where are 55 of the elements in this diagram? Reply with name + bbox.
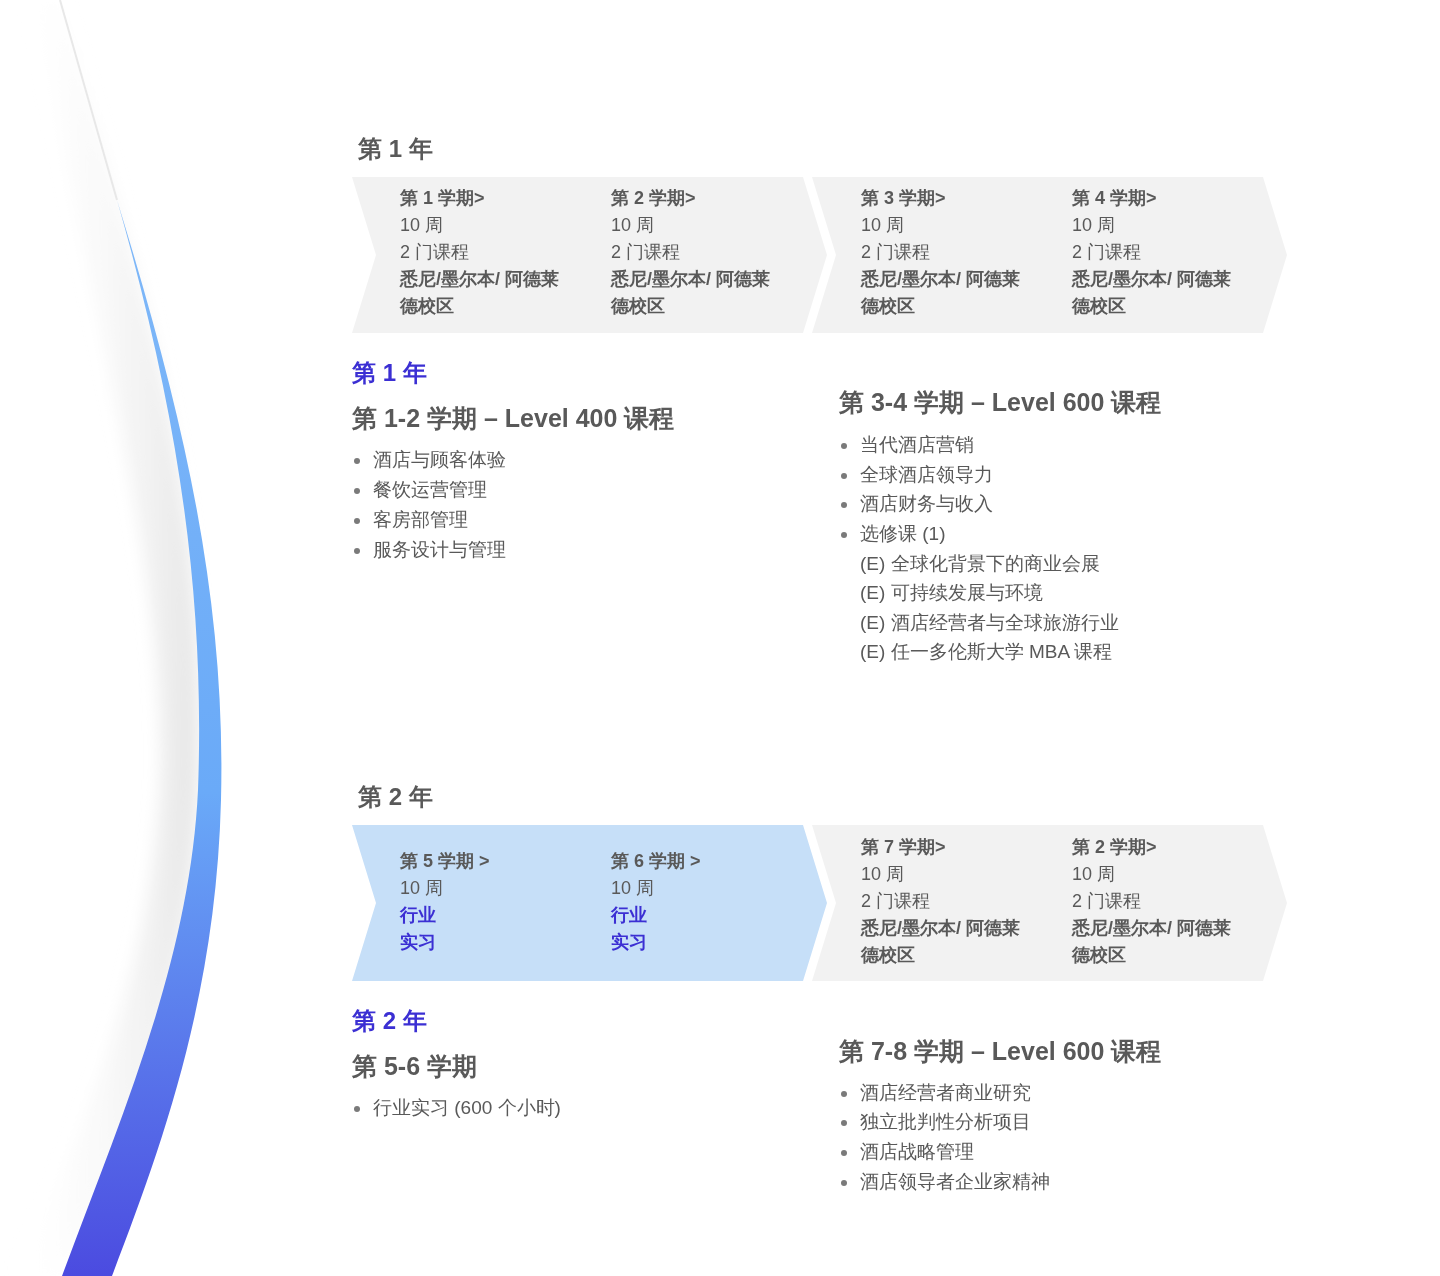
placement-text: 行业实习 [400,904,437,954]
duration-text: 10 周 [611,877,655,900]
elective-course: (E) 全球化背景下的商业会展 [860,552,1100,576]
duration-text: 10 周 [861,863,905,886]
semester-title: 第 4 学期> [1072,187,1157,210]
course-item: 酒店经营者商业研究 [860,1081,1031,1105]
course-item: 行业实习 (600 个小时) [373,1096,561,1120]
section-heading: 第 1-2 学期 – Level 400 课程 [352,403,675,433]
section-heading: 第 7-8 学期 – Level 600 课程 [839,1036,1162,1066]
course-count: 2 门课程 [400,241,469,264]
course-item: 餐饮运营管理 [373,478,487,502]
campus-text: 悉尼/墨尔本/ 阿德莱德校区 [861,268,1021,318]
semester-title: 第 1 学期> [400,187,485,210]
duration-text: 10 周 [400,214,444,237]
campus-text: 悉尼/墨尔本/ 阿德莱德校区 [1072,268,1232,318]
semester-title: 第 3 学期> [861,187,946,210]
campus-text: 悉尼/墨尔本/ 阿德莱德校区 [1072,917,1232,967]
duration-text: 10 周 [1072,863,1116,886]
duration-text: 10 周 [400,877,444,900]
semester-title: 第 6 学期 > [611,850,701,873]
placement-text: 行业实习 [611,904,648,954]
semester-title: 第 2 学期> [611,187,696,210]
course-item: 当代酒店营销 [860,433,974,457]
elective-course: (E) 可持续发展与环境 [860,581,1043,605]
course-count: 2 门课程 [861,241,930,264]
semester-title: 第 2 学期> [1072,836,1157,859]
duration-text: 10 周 [1072,214,1116,237]
chevron-band [352,825,827,981]
course-item: 独立批判性分析项目 [860,1110,1031,1134]
year-heading: 第 1 年 [352,359,427,387]
semester-title: 第 7 学期> [861,836,946,859]
elective-course: (E) 任一多伦斯大学 MBA 课程 [860,640,1113,664]
course-item: 酒店与顾客体验 [373,448,506,472]
chevron-band [812,825,1287,981]
campus-text: 悉尼/墨尔本/ 阿德莱德校区 [861,917,1021,967]
course-item: 选修课 (1) [860,522,946,546]
campus-text: 悉尼/墨尔本/ 阿德莱德校区 [611,268,771,318]
duration-text: 10 周 [861,214,905,237]
year-heading: 第 2 年 [352,1007,427,1035]
course-item: 酒店战略管理 [860,1140,974,1164]
course-count: 2 门课程 [611,241,680,264]
section-heading: 第 5-6 学期 [352,1051,478,1081]
course-item: 服务设计与管理 [373,538,506,562]
elective-course: (E) 酒店经营者与全球旅游行业 [860,611,1119,635]
course-item: 客房部管理 [373,508,468,532]
course-count: 2 门课程 [1072,890,1141,913]
course-item: 酒店领导者企业家精神 [860,1170,1050,1194]
course-count: 2 门课程 [1072,241,1141,264]
duration-text: 10 周 [611,214,655,237]
course-count: 2 门课程 [861,890,930,913]
course-item: 全球酒店领导力 [860,463,993,487]
campus-text: 悉尼/墨尔本/ 阿德莱德校区 [400,268,560,318]
section-heading: 第 3-4 学期 – Level 600 课程 [839,387,1162,417]
semester-title: 第 5 学期 > [400,850,490,873]
course-item: 酒店财务与收入 [860,492,993,516]
